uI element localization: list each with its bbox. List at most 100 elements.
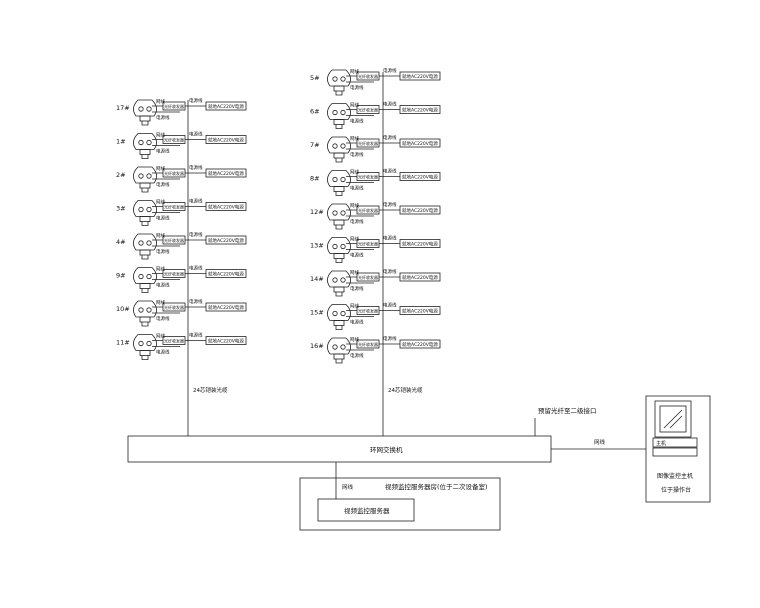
converter-power-label: 电源线 [383, 235, 397, 242]
network-cable-label: 网线 [156, 299, 165, 306]
server-room-cable-label: 网线 [342, 483, 354, 491]
power-supply-label: 就地AC220V电源 [402, 174, 438, 181]
converter-label: 光纤收发器 [164, 204, 184, 210]
power-supply-label: 就地AC220V电源 [402, 274, 438, 281]
camera-power-label: 电源线 [156, 349, 170, 356]
converter-label: 光纤收发器 [164, 103, 184, 109]
converter-label: 光纤收发器 [164, 237, 184, 243]
power-supply-label: 就地AC220V电源 [208, 338, 244, 345]
camera-id: 4# [116, 238, 126, 246]
camera-power-label: 电源线 [350, 252, 364, 259]
network-cable-label: 网线 [156, 98, 165, 105]
camera-power-label: 电源线 [350, 151, 364, 158]
camera-id: 3# [116, 205, 126, 213]
converter-label: 光纤收发器 [358, 241, 378, 247]
converter-label: 光纤收发器 [358, 140, 378, 146]
camera-id: 2# [116, 171, 126, 179]
host-title-2: 位于操作台 [661, 486, 691, 494]
keyboard-icon [652, 447, 698, 457]
power-supply-label: 就地AC220V电源 [208, 237, 244, 244]
converter-label: 光纤收发器 [164, 338, 184, 344]
camera-id: 11# [116, 339, 130, 347]
left-camera-column: 17#网线电源线光纤收发器电源线就地AC220V电源1#网线电源线光纤收发器电源… [116, 97, 247, 360]
converter-power-label: 电源线 [383, 168, 397, 175]
converter-power-label: 电源线 [383, 268, 397, 275]
converter-power-label: 电源线 [383, 101, 397, 108]
converter-label: 光纤收发器 [358, 73, 378, 79]
camera-id: 8# [310, 175, 320, 183]
network-cable-label: 网线 [350, 102, 359, 109]
host-cpu-box [652, 437, 698, 448]
camera-power-label: 电源线 [350, 84, 364, 91]
converter-label: 光纤收发器 [164, 170, 184, 176]
converter-power-label: 电源线 [189, 198, 203, 205]
network-cable-label: 网线 [156, 333, 165, 340]
host-cable-label: 网线 [594, 438, 606, 446]
video-server-label: 视频监控服务器 [344, 506, 390, 515]
camera-power-label: 电源线 [350, 118, 364, 125]
network-cable-label: 网线 [350, 68, 359, 75]
camera-power-label: 电源线 [350, 319, 364, 326]
converter-power-label: 电源线 [383, 302, 397, 309]
video-server-box [317, 498, 415, 522]
camera-power-label: 电源线 [350, 352, 364, 359]
converter-power-label: 电源线 [383, 134, 397, 141]
converter-label: 光纤收发器 [358, 274, 378, 280]
converter-power-label: 电源线 [383, 335, 397, 342]
power-supply-label: 就地AC220V电源 [208, 170, 244, 177]
camera-power-label: 电源线 [350, 185, 364, 192]
power-supply-label: 就地AC220V电源 [208, 304, 244, 311]
network-cable-label: 网线 [350, 336, 359, 343]
power-supply-label: 就地AC220V电源 [208, 204, 244, 211]
network-cable-label: 网线 [350, 303, 359, 310]
network-cable-label: 网线 [156, 232, 165, 239]
camera-id: 15# [310, 309, 324, 317]
camera-power-label: 电源线 [156, 114, 170, 121]
converter-label: 光纤收发器 [358, 107, 378, 113]
power-supply-label: 就地AC220V电源 [402, 308, 438, 315]
network-cable-label: 网线 [156, 165, 165, 172]
ring-switch-box [127, 435, 552, 463]
converter-label: 光纤收发器 [358, 207, 378, 213]
converter-power-label: 电源线 [189, 231, 203, 238]
camera-power-label: 电源线 [156, 248, 170, 255]
server-room-title: 视频监控服务器房(位于二次设备室) [385, 482, 488, 491]
right-trunk-label: 24芯铠装光缆 [388, 386, 423, 394]
converter-power-label: 电源线 [189, 164, 203, 171]
network-cable-label: 网线 [350, 202, 359, 209]
power-supply-label: 就地AC220V电源 [208, 103, 244, 110]
camera-power-label: 电源线 [156, 315, 170, 322]
converter-label: 光纤收发器 [358, 174, 378, 180]
converter-power-label: 电源线 [189, 97, 203, 104]
converter-label: 光纤收发器 [358, 341, 378, 347]
camera-id: 1# [116, 138, 126, 146]
camera-power-label: 电源线 [156, 282, 170, 289]
reserved-fiber-label: 预留光纤至二级接口 [538, 406, 597, 415]
screen-glare-2 [669, 415, 683, 429]
network-cable-label: 网线 [350, 135, 359, 142]
network-cable-label: 网线 [350, 236, 359, 243]
converter-label: 光纤收发器 [164, 137, 184, 143]
power-supply-label: 就地AC220V电源 [208, 271, 244, 278]
camera-power-label: 电源线 [156, 215, 170, 222]
network-cable-label: 网线 [156, 132, 165, 139]
converter-power-label: 电源线 [383, 201, 397, 208]
ring-switch-label: 环网交换机 [370, 445, 403, 454]
converter-power-label: 电源线 [189, 298, 203, 305]
camera-power-label: 电源线 [350, 218, 364, 225]
converter-power-label: 电源线 [189, 131, 203, 138]
